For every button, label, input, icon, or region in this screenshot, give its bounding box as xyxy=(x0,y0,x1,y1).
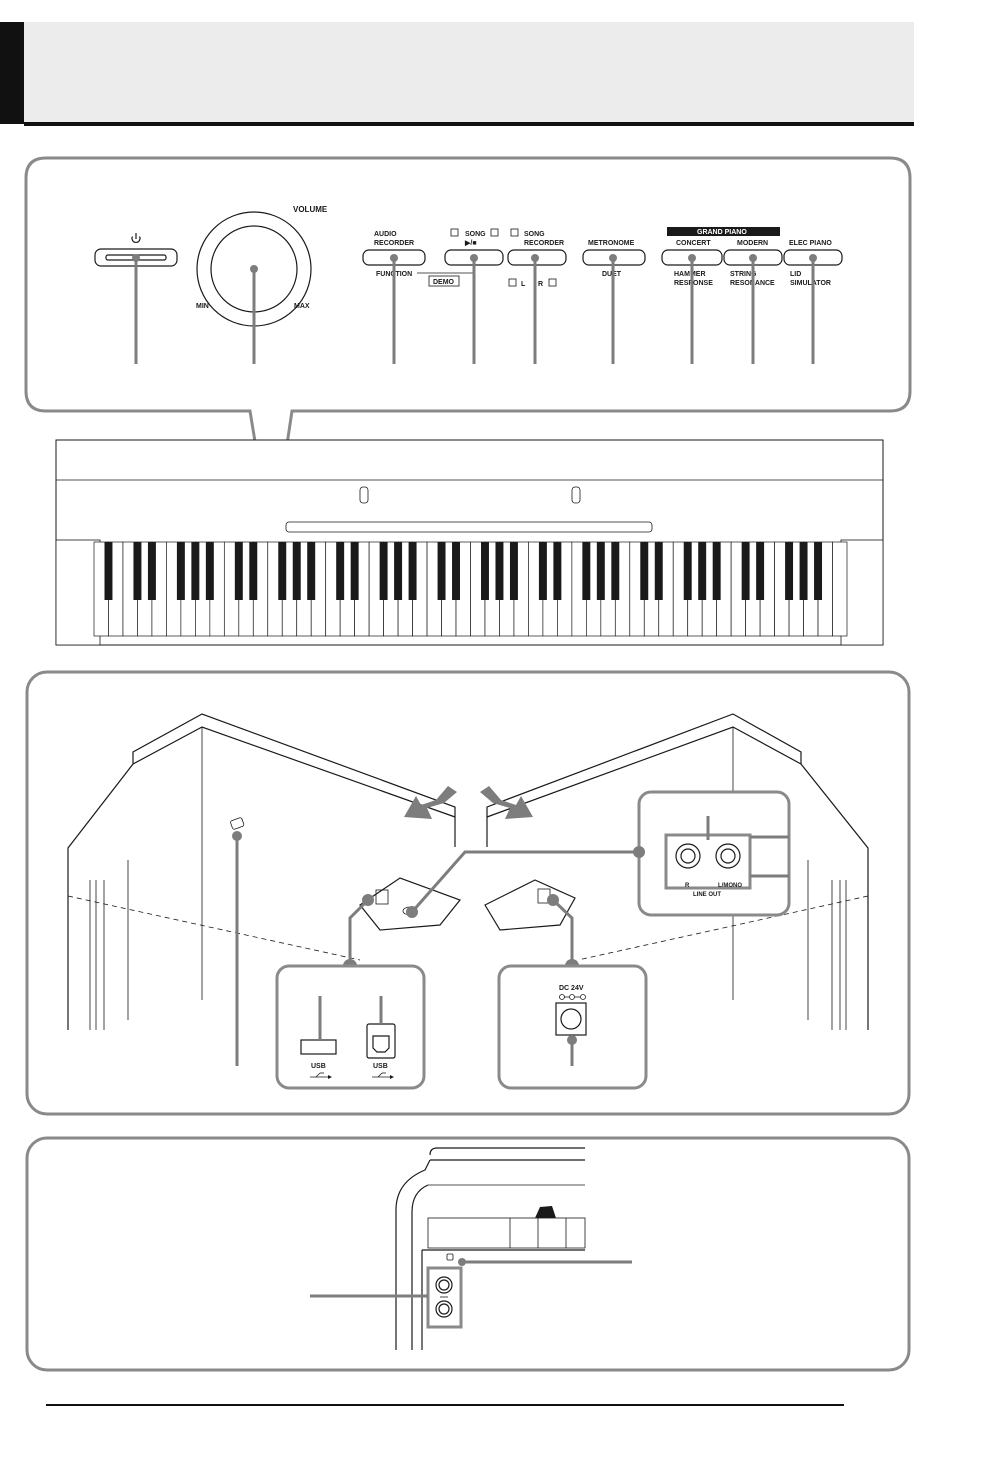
black-key xyxy=(596,542,605,600)
lid-simulator-label-2: SIMULATOR xyxy=(790,280,831,287)
black-key xyxy=(495,542,504,600)
play-stop-label: ▶/■ xyxy=(464,240,477,247)
black-key xyxy=(133,542,142,600)
black-key xyxy=(640,542,649,600)
hammer-response-label-1: HAMMER xyxy=(674,271,706,278)
black-key xyxy=(785,542,794,600)
line-out-jacks[interactable] xyxy=(675,843,741,869)
black-key xyxy=(408,542,417,600)
black-key xyxy=(336,542,345,600)
track-r-label: R xyxy=(538,281,543,288)
black-key xyxy=(191,542,200,600)
black-key xyxy=(234,542,243,600)
black-key xyxy=(698,542,707,600)
black-key xyxy=(756,542,765,600)
volume-label: VOLUME xyxy=(293,205,328,214)
usb-a-label: USB xyxy=(311,1063,326,1070)
dc-in-jack[interactable] xyxy=(555,1002,587,1036)
black-key xyxy=(176,542,185,600)
black-key xyxy=(509,542,518,600)
audio-recorder-label-2: RECORDER xyxy=(374,240,414,247)
usb-icon xyxy=(310,1072,394,1079)
dc-label: DC 24V xyxy=(559,985,584,992)
black-key xyxy=(683,542,692,600)
black-key xyxy=(205,542,214,600)
front-leader-lines xyxy=(132,254,817,364)
black-key xyxy=(553,542,562,600)
black-key xyxy=(611,542,620,600)
black-key xyxy=(712,542,721,600)
track-r-led xyxy=(548,278,557,287)
line-out-l-label: L/MONO xyxy=(718,883,742,889)
remove-direction-arrows xyxy=(404,786,533,819)
song-recorder-label-2: RECORDER xyxy=(524,240,564,247)
string-resonance-label-1: STRING xyxy=(730,271,757,278)
black-key xyxy=(104,542,113,600)
usb-inset xyxy=(275,964,426,1090)
line-out-caption: LINE OUT xyxy=(693,892,721,898)
song-label: SONG xyxy=(465,231,486,238)
black-key xyxy=(437,542,446,600)
piano-underside xyxy=(67,713,869,1030)
song-recorder-led xyxy=(510,228,519,237)
keyboard xyxy=(93,541,848,637)
grand-piano-bar xyxy=(667,227,780,236)
side-view-leaders xyxy=(310,1258,632,1298)
elec-piano-label: ELEC PIANO xyxy=(789,240,832,247)
usb-b-label: USB xyxy=(373,1063,388,1070)
header-band xyxy=(24,22,914,122)
black-key xyxy=(249,542,258,600)
modern-label: MODERN xyxy=(737,240,768,247)
song-recorder-label-1: SONG xyxy=(524,231,545,238)
track-l-led xyxy=(508,278,517,287)
demo-label: DEMO xyxy=(433,279,455,286)
black-key xyxy=(741,542,750,600)
lid-simulator-label-1: LID xyxy=(790,271,801,278)
track-l-label: L xyxy=(521,281,526,288)
black-key xyxy=(292,542,301,600)
dc-inset xyxy=(497,964,648,1090)
hammer-response-label-2: RESPONSE xyxy=(674,280,713,287)
dc-polarity-icon xyxy=(559,994,586,1000)
usb-port-leaders xyxy=(318,996,383,1040)
black-key xyxy=(147,542,156,600)
black-key xyxy=(350,542,359,600)
black-key xyxy=(278,542,287,600)
black-key xyxy=(654,542,663,600)
black-key xyxy=(307,542,316,600)
black-key xyxy=(538,542,547,600)
black-key xyxy=(452,542,460,600)
black-key xyxy=(394,542,403,600)
volume-max-label: MAX xyxy=(294,303,310,310)
grand-piano-label: GRAND PIANO xyxy=(697,229,747,236)
volume-min-label: MIN xyxy=(196,303,209,310)
black-key xyxy=(582,542,591,600)
black-key xyxy=(799,542,808,600)
white-key xyxy=(832,541,848,637)
line-out-leaders xyxy=(406,816,789,918)
rear-view-panel xyxy=(25,670,911,1116)
metronome-label: METRONOME xyxy=(588,240,635,247)
black-key xyxy=(814,542,823,600)
song-led-right xyxy=(490,228,499,237)
line-out-r-label: R xyxy=(685,883,690,889)
header-rule xyxy=(24,122,914,126)
demo-box xyxy=(428,275,460,287)
black-key xyxy=(481,542,489,600)
power-icon xyxy=(131,233,141,244)
piano-side-body xyxy=(395,1147,586,1350)
page-tab xyxy=(0,22,24,124)
rear-left-leader xyxy=(232,831,242,1066)
song-led-left xyxy=(450,228,459,237)
footer-rule xyxy=(46,1404,844,1406)
black-key xyxy=(379,542,388,600)
audio-recorder-label-1: AUDIO xyxy=(374,231,397,238)
concert-label: CONCERT xyxy=(676,240,711,247)
side-view-panel xyxy=(25,1136,911,1372)
